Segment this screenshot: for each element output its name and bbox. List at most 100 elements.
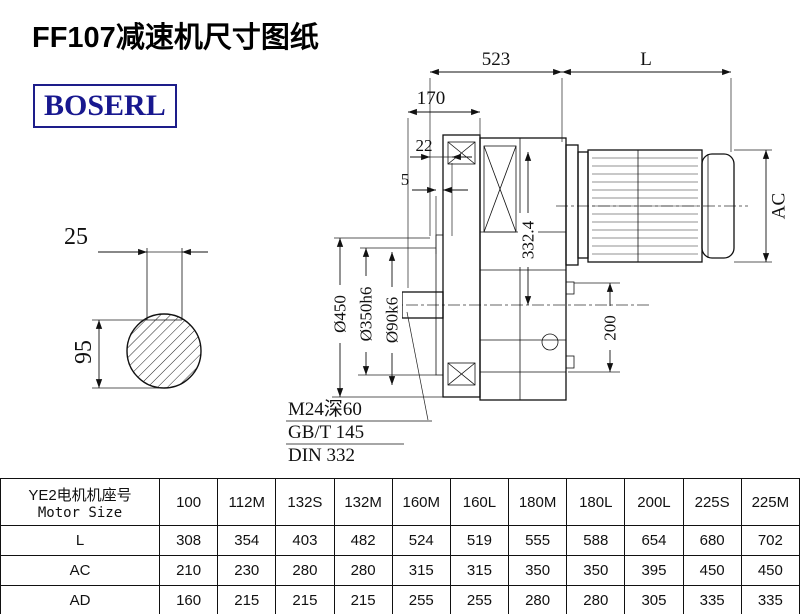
dim-label: 25 (64, 224, 88, 250)
dim-label: AC (769, 193, 790, 219)
table-cell: 215 (275, 585, 335, 614)
table-header-cell: 160L (449, 478, 510, 526)
table-cell: 654 (624, 525, 684, 556)
table-cell: 555 (508, 525, 568, 556)
brand-logo: BOSERL (33, 84, 177, 128)
note-standard-gb: GB/T 145 (288, 422, 364, 443)
dim-label: Ø350h6 (357, 287, 376, 342)
table-header-cell: 225M (740, 478, 800, 526)
dim-label: 200 (601, 315, 620, 341)
shaft-end-view: 25 95 (64, 224, 208, 389)
table-cell: 280 (508, 585, 568, 614)
row-label: L (0, 525, 160, 556)
dim-332: 332.4 (518, 152, 538, 305)
dim-label-bg (600, 306, 620, 350)
dim-label-bg (518, 213, 538, 267)
dim-label: 5 (401, 170, 410, 189)
table-header-cell: 100 (158, 478, 219, 526)
main-view: 523 L 170 22 5 (286, 49, 790, 466)
table-header-cell: 160M (391, 478, 451, 526)
shaft-section-circle (126, 313, 202, 389)
table-header-cell: 180L (566, 478, 626, 526)
dim-key-width: 25 (64, 224, 208, 256)
table-header-motor-size: YE2电机机座号 Motor Size (0, 478, 160, 526)
motor (587, 149, 735, 263)
dim-label-bg (330, 285, 350, 343)
motor-size-label-en: Motor Size (37, 504, 123, 521)
table-header-cell: 225S (682, 478, 742, 526)
table-cell: 315 (391, 555, 451, 586)
dim-label: 170 (417, 88, 446, 109)
table-cell: 350 (508, 555, 568, 586)
dim-label-bg (356, 276, 376, 352)
dim-22: 22 (410, 136, 472, 236)
table-header-cell: 132S (275, 478, 335, 526)
table-cell: 280 (566, 585, 626, 614)
table-header-cell: 180M (508, 478, 568, 526)
table-cell: 354 (217, 525, 277, 556)
table-cell: 482 (333, 525, 393, 556)
table-cell: 450 (740, 555, 800, 586)
table-cell: 403 (275, 525, 335, 556)
dim-label: 22 (416, 136, 433, 155)
table-cell: 450 (682, 555, 742, 586)
table-cell: 680 (682, 525, 742, 556)
housing-detail-lines (480, 138, 575, 400)
dim-label: Ø90k6 (383, 297, 402, 343)
dim-shaft-diameter: Ø90k6 (382, 251, 402, 385)
flange-bolt-bottom (447, 362, 476, 386)
table-cell: 280 (333, 555, 393, 586)
motor-adapter (565, 144, 589, 266)
table-cell: 335 (740, 585, 800, 614)
dim-ac: AC (734, 149, 790, 263)
row-label: AC (0, 555, 160, 586)
row-label: AD (0, 585, 160, 614)
dim-label: 523 (482, 49, 511, 70)
mounting-flange (435, 134, 481, 398)
dim-170: 170 (407, 88, 481, 288)
table-cell: 315 (449, 555, 510, 586)
keyway-lines (146, 248, 183, 321)
fan-cover (701, 153, 735, 259)
table-cell: 160 (158, 585, 219, 614)
flange-bolt-top (447, 141, 476, 165)
dim-200: 200 (568, 282, 620, 373)
table-cell: 524 (391, 525, 451, 556)
technical-drawing: 25 95 (64, 49, 790, 466)
table-cell: 350 (566, 555, 626, 586)
table-cell: 305 (624, 585, 684, 614)
table-cell: 588 (566, 525, 626, 556)
table-cell: 702 (740, 525, 800, 556)
table-header-cell: 132M (333, 478, 393, 526)
dim-5: 5 (401, 170, 468, 254)
table-header-cell: 200L (624, 478, 684, 526)
table-cell: 280 (275, 555, 335, 586)
dim-key-height: 95 (71, 319, 164, 389)
page-title: FF107减速机尺寸图纸 (32, 22, 319, 54)
note-tap: M24深60 (288, 398, 362, 420)
dim-total-width: 523 (429, 49, 563, 236)
dim-spigot: Ø350h6 (356, 247, 436, 376)
dim-motor-length: L (562, 49, 732, 152)
dim-label: Ø450 (331, 295, 350, 333)
shaft-end-notes: M24深60 GB/T 145 DIN 332 (286, 311, 432, 466)
table-header-cell: 112M (217, 478, 277, 526)
table-cell: 519 (449, 525, 510, 556)
dim-label: 95 (71, 340, 97, 364)
table-cell: 210 (158, 555, 219, 586)
table-cell: 230 (217, 555, 277, 586)
table-cell: 215 (333, 585, 393, 614)
table-cell: 395 (624, 555, 684, 586)
table-cell: 308 (158, 525, 219, 556)
dim-label-bg (382, 287, 402, 353)
table-cell: 255 (391, 585, 451, 614)
dim-label: L (640, 49, 652, 70)
motor-size-label-cn: YE2电机机座号 (28, 486, 132, 504)
